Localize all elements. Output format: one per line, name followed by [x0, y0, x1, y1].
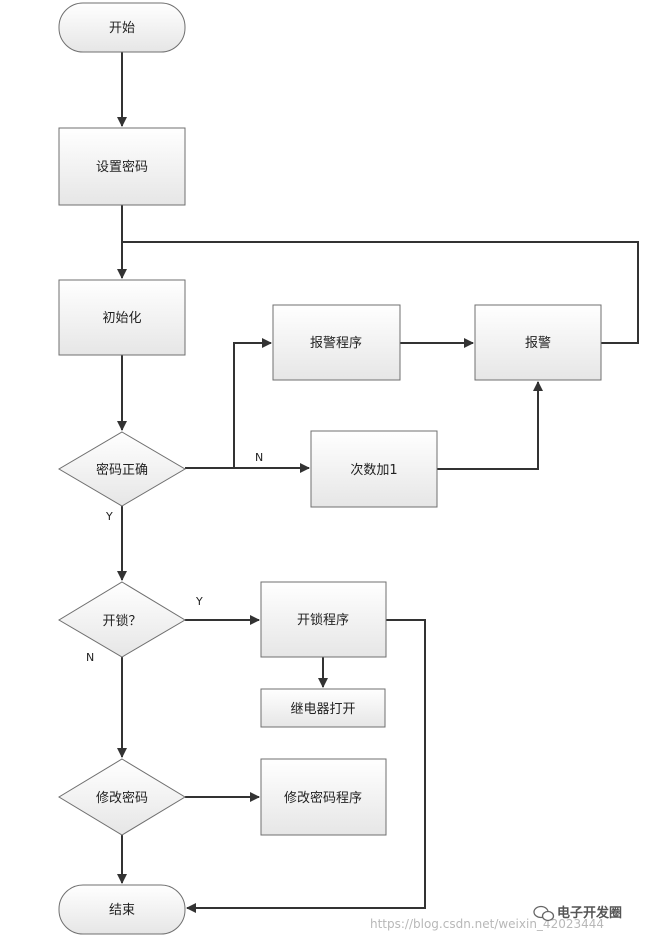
edge-unlock-program-to-end — [186, 619, 426, 913]
node-alarm-program: 报警程序 — [272, 304, 401, 381]
edge-count-to-alarm — [437, 381, 543, 470]
node-count-plus-one: 次数加1 — [310, 430, 438, 508]
node-end: 结束 — [58, 884, 186, 935]
edge-label-password-no: N — [255, 451, 263, 464]
node-unlock-program: 开锁程序 — [260, 581, 387, 658]
node-init-label: 初始化 — [102, 311, 141, 326]
wechat-logo-icon — [533, 905, 555, 922]
node-start-label: 开始 — [109, 21, 135, 36]
node-password-correct-label: 密码正确 — [96, 462, 148, 478]
node-count-plus-one-label: 次数加1 — [350, 462, 397, 478]
node-init: 初始化 — [58, 279, 186, 356]
node-start: 开始 — [58, 2, 186, 53]
node-change-password-program-label: 修改密码程序 — [284, 790, 362, 806]
node-change-password-label: 修改密码 — [96, 790, 148, 806]
node-unlock-question: 开锁？ — [58, 581, 186, 658]
node-change-password: 修改密码 — [58, 758, 186, 836]
node-alarm-program-label: 报警程序 — [310, 335, 362, 351]
node-relay-open: 继电器打开 — [260, 688, 386, 728]
node-change-password-program: 修改密码程序 — [260, 758, 387, 836]
node-alarm: 报警 — [474, 304, 602, 381]
edge-alarm-loop-to-init — [122, 241, 639, 344]
node-relay-open-label: 继电器打开 — [290, 702, 355, 717]
edge-branch-to-alarm-program — [233, 338, 272, 468]
node-unlock-program-label: 开锁程序 — [297, 612, 349, 628]
node-unlock-question-label: 开锁？ — [102, 613, 141, 629]
node-alarm-label: 报警 — [525, 335, 551, 351]
node-end-label: 结束 — [109, 903, 135, 918]
edge-label-unlock-no: N — [86, 651, 94, 664]
node-set-password-label: 设置密码 — [96, 159, 148, 175]
node-password-correct: 密码正确 — [58, 431, 186, 507]
watermark-brand: 电子开发圈 — [557, 905, 622, 921]
edge-label-password-yes: Y — [105, 510, 113, 523]
node-set-password: 设置密码 — [58, 127, 186, 206]
edge-label-unlock-yes: Y — [195, 595, 203, 608]
